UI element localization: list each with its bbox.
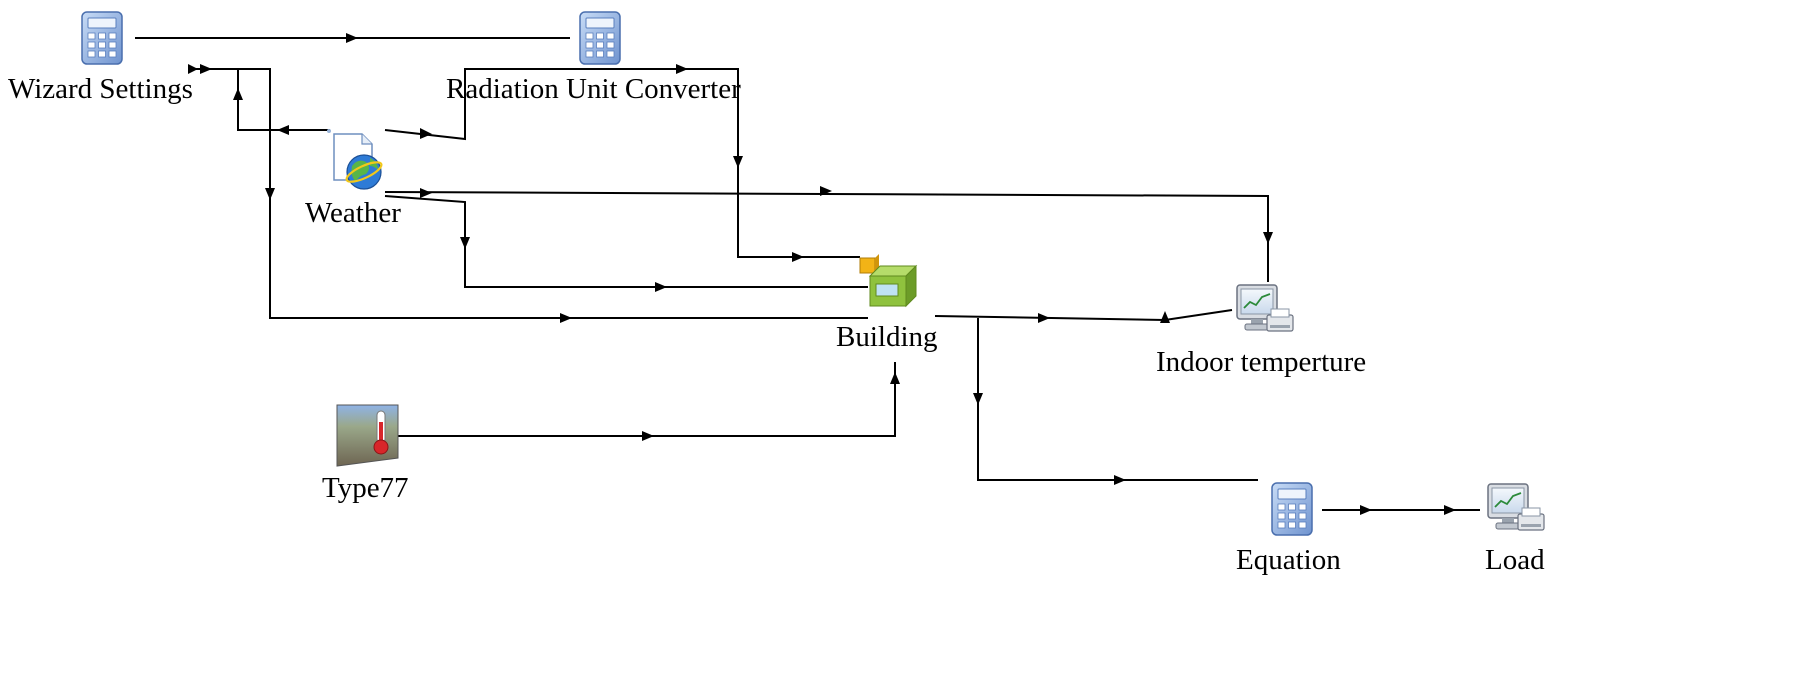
calculator-icon xyxy=(1271,482,1313,536)
ground-temperature-icon xyxy=(336,404,399,467)
arrow-right xyxy=(655,282,667,292)
node-weather[interactable] xyxy=(327,129,384,190)
node-wizard-settings[interactable] xyxy=(81,11,123,65)
arrow-up xyxy=(233,88,243,100)
weather-data-icon xyxy=(327,129,383,190)
arrow-right xyxy=(1444,505,1456,515)
arrow-up xyxy=(890,372,900,384)
arrow-down xyxy=(733,156,743,168)
arrow-down xyxy=(265,188,275,200)
calculator-icon xyxy=(81,11,123,65)
node-label-indoor-temperture: Indoor temperture xyxy=(1156,346,1367,378)
arrow-right xyxy=(560,313,572,323)
online-plotter-icon xyxy=(1236,284,1294,332)
arrow-right xyxy=(1360,505,1372,515)
arrow-down xyxy=(460,237,470,249)
node-label-radiation-unit-converter: Radiation Unit Converter xyxy=(446,73,741,105)
arrow-left xyxy=(188,64,198,74)
node-building[interactable] xyxy=(859,254,918,308)
node-type77[interactable] xyxy=(336,404,399,467)
arrow-right xyxy=(642,431,654,441)
building-model-icon xyxy=(859,254,918,308)
arrow-right xyxy=(792,252,804,262)
node-label-weather: Weather xyxy=(305,197,401,229)
arrow-right xyxy=(820,186,832,196)
arrow-down xyxy=(973,393,983,405)
node-label-load: Load xyxy=(1485,544,1545,576)
node-indoor-temperture[interactable] xyxy=(1236,284,1294,332)
node-label-equation: Equation xyxy=(1236,544,1341,576)
arrow-down xyxy=(1263,232,1273,244)
wire-type77-to-building[interactable] xyxy=(398,362,896,437)
node-label-type77: Type77 xyxy=(322,472,409,504)
arrow-right xyxy=(1038,313,1050,323)
arrow-right xyxy=(420,128,432,139)
arrow-right xyxy=(346,33,358,43)
arrow-right xyxy=(676,64,688,74)
node-label-wizard-settings: Wizard Settings xyxy=(8,73,193,105)
arrow-left xyxy=(200,64,212,74)
arrow-right xyxy=(420,188,432,198)
arrow-right xyxy=(1114,475,1126,485)
arrow-up xyxy=(1160,311,1170,323)
node-load[interactable] xyxy=(1487,483,1545,531)
arrow-left xyxy=(277,125,289,135)
flow-arrowheads xyxy=(188,33,1456,515)
node-label-building: Building xyxy=(836,321,938,353)
wire-building-to-equation[interactable] xyxy=(977,318,1258,481)
wire-weather-to-radiation[interactable] xyxy=(384,68,860,258)
node-radiation-unit-converter[interactable] xyxy=(579,11,621,65)
node-equation[interactable] xyxy=(1271,482,1313,536)
online-plotter-icon xyxy=(1487,483,1545,531)
calculator-icon xyxy=(579,11,621,65)
wire-weather-to-building[interactable] xyxy=(384,195,868,288)
wire-weather-to-indoor[interactable] xyxy=(384,191,1269,282)
wire-building-to-indoor[interactable] xyxy=(934,309,1233,322)
